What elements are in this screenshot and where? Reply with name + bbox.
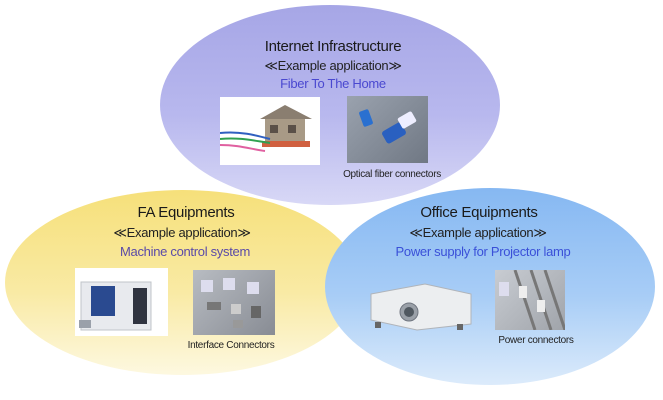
projector-image [365,280,475,332]
optical-fiber-connectors-caption: Optical fiber connectors [343,169,441,180]
power-connectors-image [495,270,565,330]
fa-equipments-ellipse [5,190,360,375]
interface-connectors-image [193,270,275,335]
machine-control-image [75,268,168,336]
fa-application: Machine control system [120,244,250,259]
interface-connectors-caption: Interface Connectors [187,340,275,351]
internet-title: Internet Infrastructure [264,38,402,55]
office-example-label: ≪Example application≫ [409,225,547,240]
fiber-to-home-image [220,97,320,165]
optical-fiber-connectors-image [347,96,428,163]
internet-example-label: ≪Example application≫ [264,58,402,73]
office-application: Power supply for Projector lamp [395,244,571,259]
fa-example-label: ≪Example application≫ [113,225,251,240]
office-equipments-ellipse [325,188,655,385]
power-connectors-caption: Power connectors [498,335,574,346]
office-title: Office Equipments [420,204,538,221]
internet-application: Fiber To The Home [280,76,386,91]
fa-title: FA Equipments [137,204,235,221]
internet-infrastructure-ellipse [160,5,500,205]
